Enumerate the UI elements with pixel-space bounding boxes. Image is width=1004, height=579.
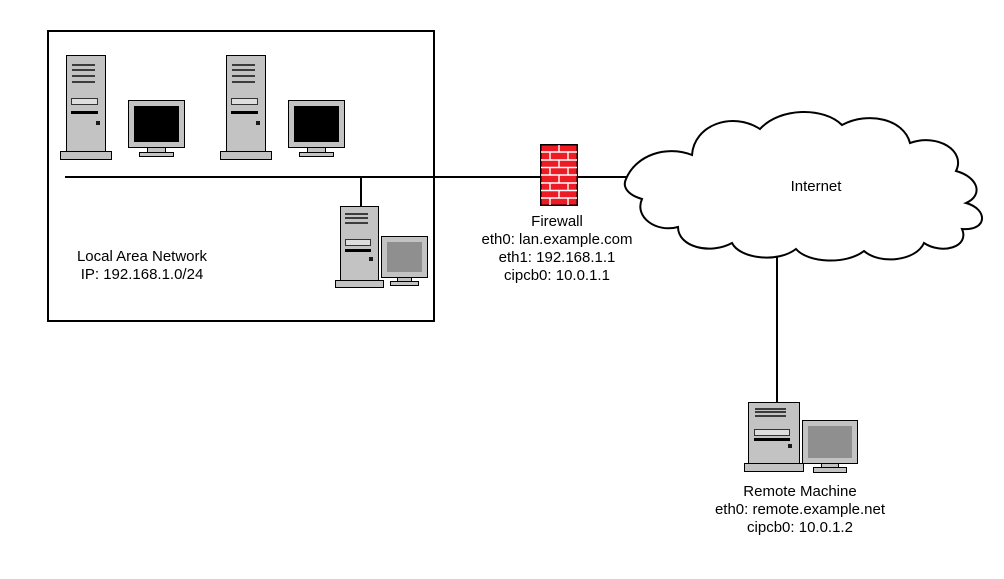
tower-base xyxy=(220,151,272,160)
monitor-screen xyxy=(134,106,179,142)
vent-line xyxy=(71,75,96,77)
monitor-base xyxy=(299,152,334,157)
floppy-slot xyxy=(754,437,790,441)
monitor-screen xyxy=(294,106,339,142)
tower-base xyxy=(744,463,804,472)
drive-bay xyxy=(230,97,259,105)
internet-cloud-icon xyxy=(623,111,983,262)
monitor-base xyxy=(139,152,174,157)
lan-boundary-box xyxy=(47,30,435,322)
vent-line xyxy=(345,212,369,215)
lan-workstation-3-icon xyxy=(335,206,430,290)
drive-bay xyxy=(70,97,99,105)
firewall-eth0: eth0: lan.example.com xyxy=(481,231,633,248)
remote-label-block: Remote Machine eth0: remote.example.net … xyxy=(680,483,920,537)
lan-ip: IP: 192.168.1.0/24 xyxy=(80,266,204,283)
lan-workstation-1-icon xyxy=(60,55,186,161)
vent-line xyxy=(231,69,256,72)
monitor-screen xyxy=(387,242,422,272)
drive-bay xyxy=(344,239,372,247)
tower-base xyxy=(60,151,112,160)
monitor-base xyxy=(813,467,847,473)
computer-tower-icon xyxy=(748,402,800,464)
lan-name: Local Area Network xyxy=(76,248,208,265)
remote-cipcb0: cipcb0: 10.0.1.2 xyxy=(747,519,853,536)
floppy-slot xyxy=(344,249,372,253)
remote-title: Remote Machine xyxy=(743,483,857,500)
vent-line xyxy=(231,80,256,83)
drive-bay xyxy=(754,429,790,437)
vent-line xyxy=(71,80,96,83)
monitor-icon xyxy=(288,100,345,148)
computer-tower-icon xyxy=(340,206,379,281)
firewall-icon xyxy=(540,144,578,206)
firewall-internet-line xyxy=(577,176,632,178)
floppy-slot xyxy=(70,111,99,115)
vent-line xyxy=(231,63,256,66)
firewall-cipcb0: cipcb0: 10.0.1.1 xyxy=(504,267,610,284)
power-button-dot xyxy=(95,120,100,125)
monitor-icon xyxy=(128,100,185,148)
computer-tower-icon xyxy=(66,55,106,152)
vent-line xyxy=(755,411,786,414)
vent-line xyxy=(345,217,369,220)
tower-base xyxy=(335,280,384,288)
vent-line xyxy=(755,407,786,410)
workstation-drop-line xyxy=(360,177,362,208)
monitor-screen xyxy=(808,426,852,458)
vent-line xyxy=(345,221,369,224)
firewall-title: Firewall xyxy=(531,213,583,230)
lan-bus-line xyxy=(65,176,540,178)
vent-line xyxy=(71,69,96,72)
remote-machine-icon xyxy=(744,402,860,476)
lan-workstation-2-icon xyxy=(220,55,346,161)
vent-line xyxy=(231,75,256,77)
vent-line xyxy=(755,415,786,417)
lan-label-block: Local Area Network IP: 192.168.1.0/24 xyxy=(52,248,232,284)
monitor-icon xyxy=(381,236,428,278)
internet-label: Internet xyxy=(790,178,842,195)
power-button-dot xyxy=(788,443,792,448)
firewall-label-block: Firewall eth0: lan.example.com eth1: 192… xyxy=(437,213,677,285)
power-button-dot xyxy=(368,256,373,261)
floppy-slot xyxy=(230,111,259,115)
monitor-base xyxy=(390,281,419,286)
vent-line xyxy=(71,63,96,66)
internet-remote-line xyxy=(776,250,778,402)
computer-tower-icon xyxy=(226,55,266,152)
remote-eth0: eth0: remote.example.net xyxy=(714,501,886,518)
power-button-dot xyxy=(255,120,260,125)
firewall-eth1: eth1: 192.168.1.1 xyxy=(498,249,616,266)
monitor-icon xyxy=(802,420,858,464)
